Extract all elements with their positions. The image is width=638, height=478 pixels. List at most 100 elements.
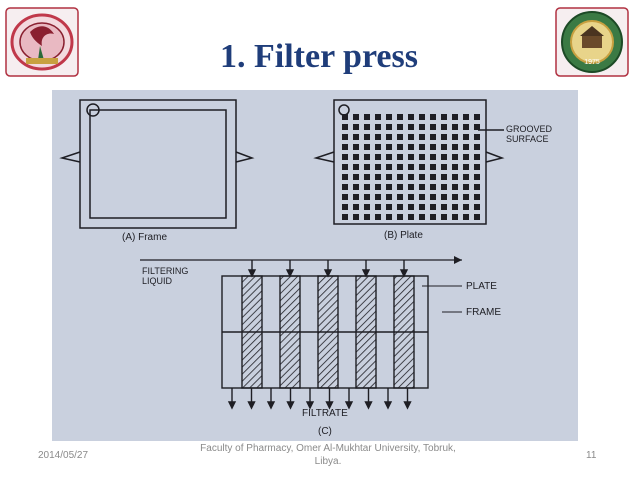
grooved-surface bbox=[342, 114, 480, 220]
slide-title: 1. Filter press bbox=[220, 38, 418, 75]
university-logo: 1975 bbox=[555, 7, 629, 77]
groove-square bbox=[463, 214, 469, 220]
groove-square bbox=[386, 204, 392, 210]
groove-square bbox=[452, 204, 458, 210]
groove-square bbox=[375, 194, 381, 200]
groove-square bbox=[463, 114, 469, 120]
groove-square bbox=[419, 194, 425, 200]
groove-square bbox=[474, 214, 480, 220]
groove-square bbox=[364, 164, 370, 170]
page-number: 11 bbox=[586, 450, 597, 461]
groove-square bbox=[474, 134, 480, 140]
groove-square bbox=[386, 164, 392, 170]
groove-square bbox=[452, 164, 458, 170]
filtering-label-line1: FILTERING bbox=[142, 266, 188, 276]
grooved-label-line1: GROOVED bbox=[506, 124, 553, 134]
groove-square bbox=[419, 134, 425, 140]
groove-square bbox=[353, 204, 359, 210]
groove-square bbox=[408, 184, 414, 190]
groove-square bbox=[397, 154, 403, 160]
seal-year: 1975 bbox=[584, 59, 600, 66]
groove-square bbox=[452, 214, 458, 220]
groove-square bbox=[408, 114, 414, 120]
groove-square bbox=[474, 174, 480, 180]
groove-square bbox=[397, 134, 403, 140]
groove-square bbox=[430, 194, 436, 200]
groove-square bbox=[342, 204, 348, 210]
groove-square bbox=[452, 114, 458, 120]
groove-square bbox=[419, 214, 425, 220]
groove-square bbox=[441, 174, 447, 180]
groove-square bbox=[408, 214, 414, 220]
groove-square bbox=[463, 184, 469, 190]
groove-square bbox=[474, 114, 480, 120]
groove-square bbox=[463, 174, 469, 180]
groove-square bbox=[408, 154, 414, 160]
groove-square bbox=[386, 124, 392, 130]
assembly-caption: (C) bbox=[318, 426, 332, 437]
groove-square bbox=[375, 184, 381, 190]
groove-square bbox=[364, 194, 370, 200]
groove-square bbox=[375, 134, 381, 140]
groove-square bbox=[419, 154, 425, 160]
groove-square bbox=[386, 154, 392, 160]
groove-square bbox=[441, 184, 447, 190]
groove-square bbox=[452, 134, 458, 140]
groove-square bbox=[463, 154, 469, 160]
groove-square bbox=[364, 144, 370, 150]
groove-square bbox=[353, 144, 359, 150]
groove-square bbox=[353, 214, 359, 220]
groove-square bbox=[452, 154, 458, 160]
groove-square bbox=[342, 214, 348, 220]
groove-square bbox=[342, 184, 348, 190]
groove-square bbox=[364, 154, 370, 160]
groove-square bbox=[386, 214, 392, 220]
groove-square bbox=[353, 194, 359, 200]
slide-date: 2014/05/27 bbox=[38, 450, 89, 461]
groove-square bbox=[342, 144, 348, 150]
frame-label: FRAME bbox=[466, 307, 501, 318]
groove-square bbox=[474, 144, 480, 150]
press-assembly bbox=[221, 260, 429, 410]
groove-square bbox=[430, 184, 436, 190]
groove-square bbox=[342, 174, 348, 180]
groove-square bbox=[342, 114, 348, 120]
groove-square bbox=[397, 144, 403, 150]
groove-square bbox=[408, 194, 414, 200]
groove-square bbox=[430, 214, 436, 220]
groove-square bbox=[441, 164, 447, 170]
groove-square bbox=[353, 154, 359, 160]
groove-square bbox=[463, 124, 469, 130]
groove-square bbox=[463, 144, 469, 150]
groove-square bbox=[375, 154, 381, 160]
groove-square bbox=[474, 184, 480, 190]
frame-drawing bbox=[59, 99, 255, 229]
groove-square bbox=[441, 144, 447, 150]
grooved-label-line2: SURFACE bbox=[506, 134, 549, 144]
groove-square bbox=[375, 174, 381, 180]
groove-square bbox=[386, 144, 392, 150]
groove-square bbox=[419, 174, 425, 180]
groove-square bbox=[375, 214, 381, 220]
groove-square bbox=[408, 174, 414, 180]
groove-square bbox=[430, 124, 436, 130]
groove-square bbox=[441, 194, 447, 200]
plate-label: PLATE bbox=[466, 281, 497, 292]
plate-caption: (B) Plate bbox=[384, 230, 423, 241]
groove-square bbox=[408, 144, 414, 150]
groove-square bbox=[463, 164, 469, 170]
groove-square bbox=[386, 114, 392, 120]
groove-square bbox=[353, 184, 359, 190]
groove-square bbox=[353, 114, 359, 120]
groove-square bbox=[375, 144, 381, 150]
groove-square bbox=[441, 204, 447, 210]
groove-square bbox=[375, 124, 381, 130]
groove-square bbox=[419, 114, 425, 120]
slide-footer: Faculty of Pharmacy, Omer Al-Mukhtar Uni… bbox=[200, 443, 456, 467]
filter-press-diagram: (A) Frame GROOVED SURFACE (B) Plate FILT… bbox=[52, 90, 578, 441]
faculty-logo bbox=[5, 7, 79, 77]
groove-square bbox=[364, 124, 370, 130]
groove-square bbox=[364, 214, 370, 220]
groove-square bbox=[474, 194, 480, 200]
frame-caption: (A) Frame bbox=[122, 232, 167, 243]
